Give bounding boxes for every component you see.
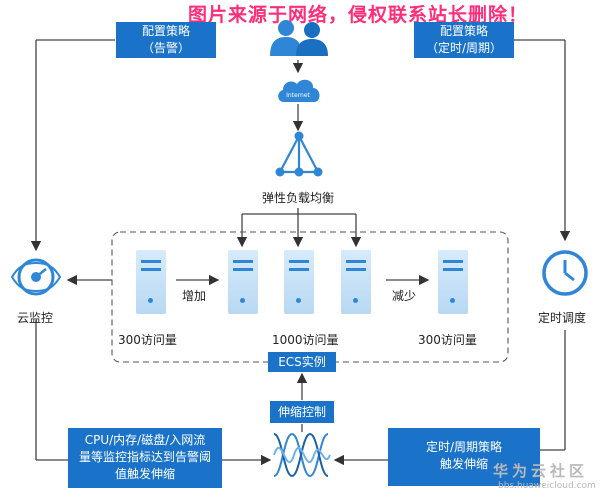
load-balancer-icon <box>275 131 323 177</box>
watermark-text: 图片来源于网络，侵权联系站长删除！ <box>188 4 529 26</box>
scaling-wave-icon <box>273 432 331 478</box>
server-icon-left <box>136 250 166 314</box>
clock-icon <box>542 250 588 296</box>
internet-cloud-icon: Internet <box>278 79 320 102</box>
cloud-monitor-icon <box>10 258 62 296</box>
scheduler-label: 定时调度 <box>538 311 587 325</box>
ecs-instance-box: ECS实例 <box>268 352 336 372</box>
scaling-control-box: 伸缩控制 <box>270 401 334 423</box>
users-icon <box>270 20 328 56</box>
policy-alarm-box: 配置策略 （告警） <box>116 22 216 58</box>
server-icon-center-3 <box>341 250 371 314</box>
alarm-trigger-line2: 量等监控指标达到告警阈 <box>78 450 211 464</box>
schedule-trigger-line2: 触发伸缩 <box>439 457 488 471</box>
logo-url: bbs.huaweicloud.com <box>498 481 596 491</box>
traffic-label-right: 300访问量 <box>418 333 477 347</box>
decrease-label: 减少 <box>392 289 417 303</box>
policy-schedule-box: 配置策略 （定时/周期） <box>414 22 514 58</box>
internet-label: Internet <box>286 92 310 99</box>
traffic-label-left: 300访问量 <box>118 333 177 347</box>
schedule-trigger-line1: 定时/周期策略 <box>425 440 503 454</box>
server-icon-center-1 <box>228 250 258 314</box>
policy-alarm-line1: 配置策略 <box>141 24 190 38</box>
policy-alarm-line2: （告警） <box>141 41 190 55</box>
server-icon-center-2 <box>284 250 314 314</box>
schedule-trigger-box: 定时/周期策略 触发伸缩 <box>388 428 540 486</box>
alarm-trigger-line1: CPU/内存/磁盘/入网流 <box>84 433 206 447</box>
policy-schedule-line1: 配置策略 <box>439 24 488 38</box>
alarm-trigger-box: CPU/内存/磁盘/入网流 量等监控指标达到告警阈 值触发伸缩 <box>68 428 222 488</box>
increase-label: 增加 <box>182 289 207 303</box>
alarm-trigger-line3: 值触发伸缩 <box>114 467 175 481</box>
traffic-label-center: 1000访问量 <box>272 333 339 347</box>
server-icon-right <box>438 250 468 314</box>
cloud-monitor-label: 云监控 <box>17 311 54 325</box>
logo-text: 华为云社区 <box>493 462 589 480</box>
elb-label: 弹性负载均衡 <box>262 191 335 205</box>
policy-schedule-line2: （定时/周期） <box>425 41 503 55</box>
